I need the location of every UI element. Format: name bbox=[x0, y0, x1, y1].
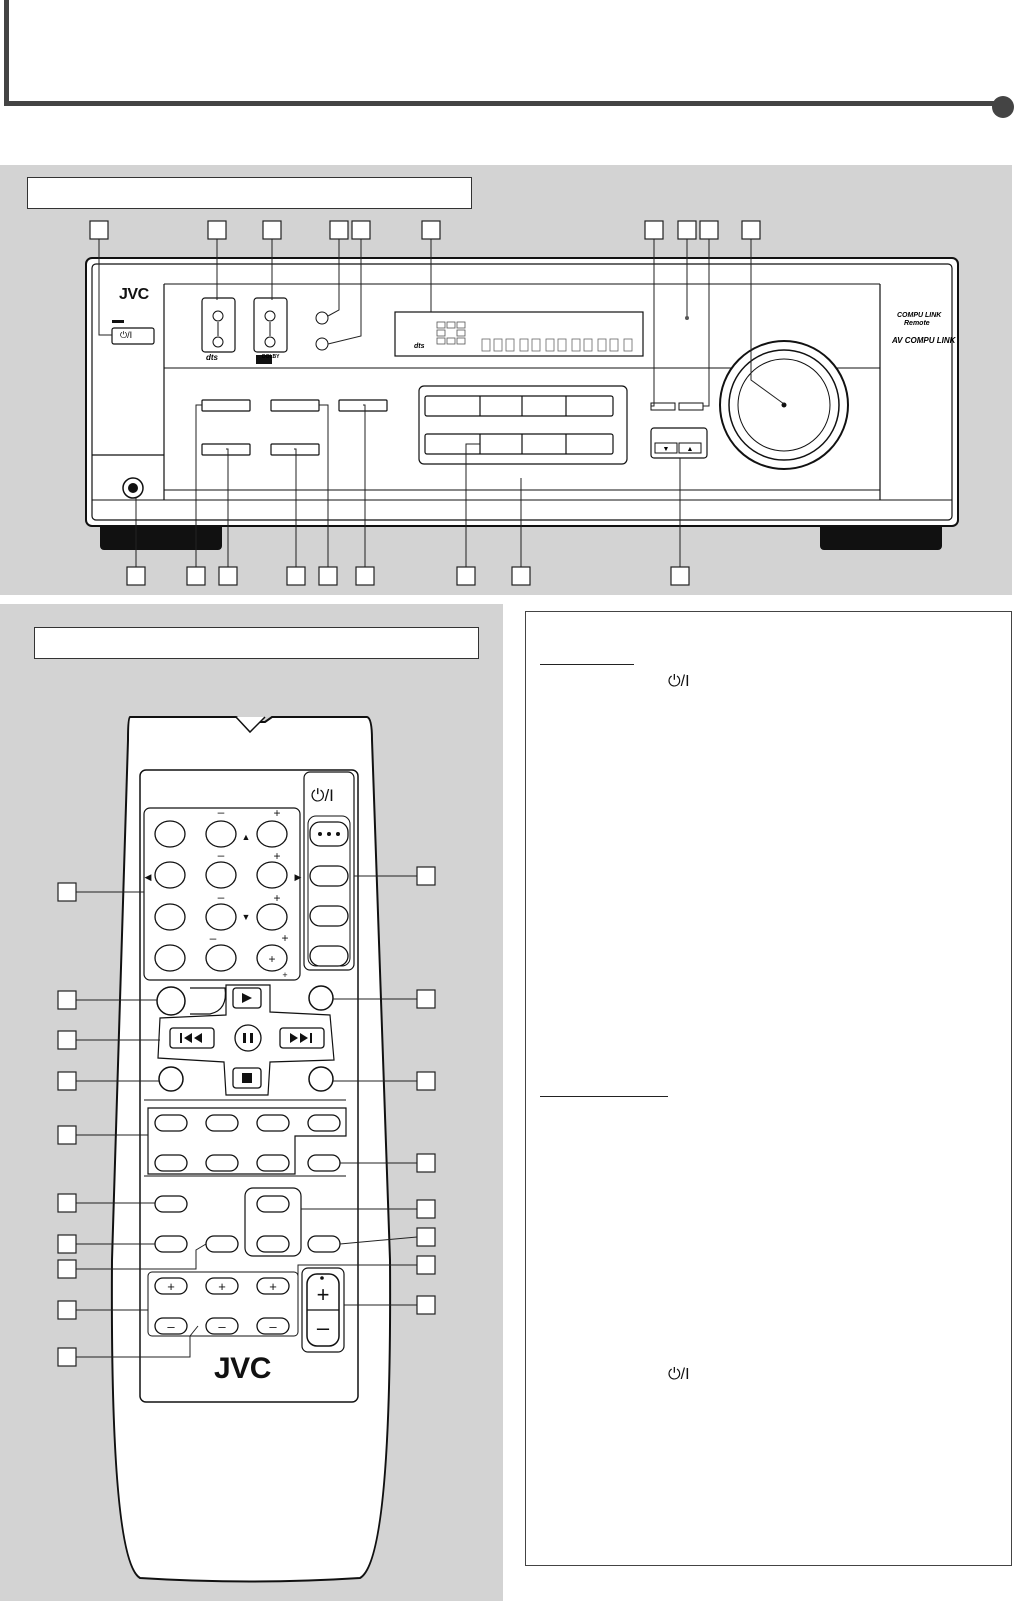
section-heading-underline-1 bbox=[540, 664, 634, 665]
front-panel-title-box bbox=[27, 177, 472, 209]
remote-power-label: ⏻/I bbox=[311, 786, 334, 805]
svg-text:+: + bbox=[281, 931, 288, 945]
power-symbol-inline-2: ⏻/I bbox=[668, 1366, 690, 1383]
svg-text:▶: ▶ bbox=[295, 872, 302, 882]
section-heading-underline-2 bbox=[540, 1096, 668, 1097]
svg-text:–: – bbox=[218, 890, 225, 904]
bottom-callouts bbox=[126, 566, 690, 586]
svg-text:–: – bbox=[210, 931, 217, 945]
receiver-brand-logo: JVC bbox=[119, 286, 149, 303]
svg-text:+: + bbox=[167, 1279, 175, 1294]
receiver-dolby-logo: DOLBY bbox=[262, 354, 280, 360]
svg-text:▼: ▼ bbox=[242, 912, 251, 922]
remote-brand-logo: JVC bbox=[214, 1352, 271, 1385]
remote-title-box bbox=[34, 627, 479, 659]
svg-text:+: + bbox=[218, 1279, 226, 1294]
av-compu-link-logo: AV COMPU LINK bbox=[892, 336, 956, 345]
remote-diagram: – + – + – + – + + + ▲ ▼ ◀ ▶ bbox=[57, 716, 436, 1583]
svg-text:+: + bbox=[273, 891, 280, 905]
top-callouts bbox=[89, 220, 761, 240]
svg-text:▲: ▲ bbox=[242, 832, 251, 842]
svg-text:+: + bbox=[282, 970, 287, 980]
svg-text:–: – bbox=[167, 1319, 175, 1334]
svg-text:▼: ▼ bbox=[663, 446, 670, 453]
svg-text:+: + bbox=[273, 806, 280, 820]
receiver-power-button bbox=[111, 327, 155, 345]
svg-text:+: + bbox=[269, 1279, 277, 1294]
page-header-frame bbox=[4, 0, 1004, 106]
receiver-dts-logo: dts bbox=[206, 353, 218, 362]
receiver-front-diagram: ▼ ▲ bbox=[85, 220, 959, 586]
svg-text:–: – bbox=[317, 1315, 330, 1340]
svg-text:–: – bbox=[218, 1319, 226, 1334]
svg-text:–: – bbox=[269, 1319, 277, 1334]
svg-text:+: + bbox=[317, 1282, 330, 1307]
power-symbol-inline-1: ⏻/I bbox=[668, 673, 690, 690]
header-bullet bbox=[992, 96, 1014, 118]
display-dts-indicator: dts bbox=[414, 343, 425, 350]
svg-text:+: + bbox=[268, 952, 275, 966]
svg-text:–: – bbox=[218, 848, 225, 862]
svg-text:▲: ▲ bbox=[687, 446, 694, 453]
description-box bbox=[525, 611, 1012, 1566]
compu-link-logo: COMPU LINK bbox=[897, 312, 942, 319]
svg-text:–: – bbox=[218, 805, 225, 819]
svg-text:◀: ◀ bbox=[145, 872, 152, 882]
remote-logo: Remote bbox=[904, 320, 930, 327]
svg-text:+: + bbox=[273, 849, 280, 863]
receiver-power-label: ⏻/I bbox=[120, 330, 133, 340]
